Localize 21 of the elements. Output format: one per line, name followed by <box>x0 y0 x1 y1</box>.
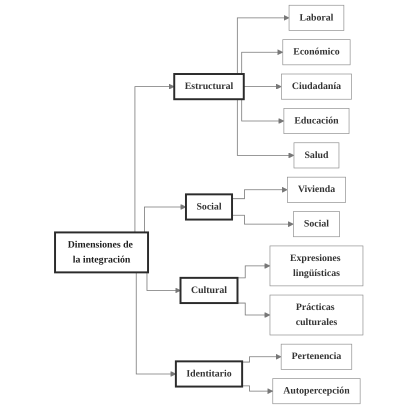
node-box: Educación <box>284 108 350 134</box>
node-box: Expresiones lingüísticas <box>270 246 364 286</box>
node-box: Vivienda <box>287 176 346 203</box>
arrow <box>243 84 282 90</box>
arrow <box>232 186 288 200</box>
node-box: Autopercepción <box>272 378 360 404</box>
node-box: Económico <box>282 39 350 66</box>
node-box: Estructural <box>173 73 245 100</box>
arrow <box>242 354 282 362</box>
node-box: Social <box>293 211 340 238</box>
arrow <box>242 385 274 394</box>
node-box: Laboral <box>288 4 344 31</box>
node-box: Pertenencia <box>280 344 352 370</box>
arrow <box>232 214 294 228</box>
node-box: Ciudadanía <box>281 74 352 100</box>
node-box: Cultural <box>180 276 238 304</box>
node-box: Prácticas culturales <box>270 294 364 336</box>
node-box: Social <box>184 193 234 221</box>
node-box: Dimensiones de la integración <box>54 231 150 274</box>
node-box: Identitario <box>174 360 244 388</box>
node-box: Salud <box>294 142 340 168</box>
